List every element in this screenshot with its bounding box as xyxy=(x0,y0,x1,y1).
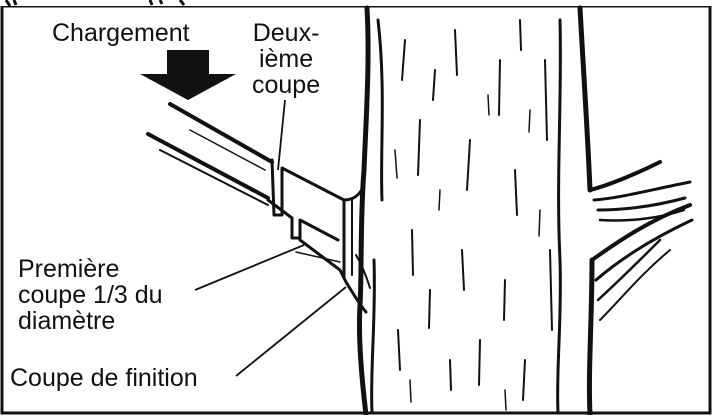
right-branch-stub xyxy=(588,160,694,321)
finish-cut-leader xyxy=(235,286,347,377)
cropped-title-fragments xyxy=(4,0,186,7)
tree-trunk xyxy=(356,5,595,415)
second-cut-leader xyxy=(277,99,286,171)
loading-label: Chargement xyxy=(52,19,190,47)
loading-arrow-icon xyxy=(140,50,236,100)
cut-branch xyxy=(146,102,371,314)
first-cut-label: Première coupe 1/3 du diamètre xyxy=(18,255,163,335)
cropped-title-strip xyxy=(0,0,712,6)
finish-cut-label: Coupe de finition xyxy=(10,364,198,392)
second-cut-label: Deux- ième coupe xyxy=(252,19,321,99)
first-cut-leader xyxy=(194,244,305,291)
leader-lines xyxy=(194,99,347,377)
